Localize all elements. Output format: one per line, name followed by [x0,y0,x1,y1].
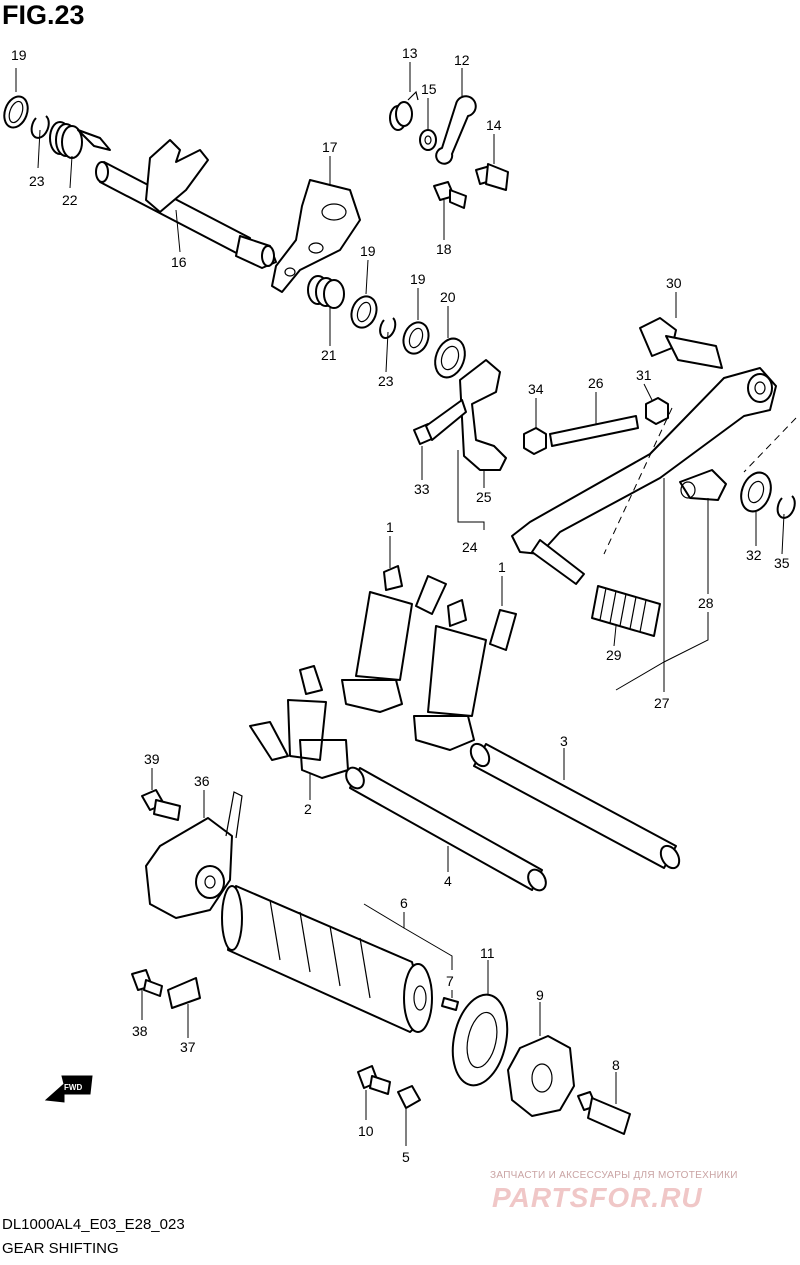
fork-1-right [413,599,517,751]
lever-12 [435,95,477,165]
bolt-39 [141,789,181,821]
shift-plate-17 [271,179,361,293]
shift-lever-27 [511,367,777,555]
nut-34 [523,427,547,455]
callout-2: 2 [304,801,312,817]
callout-labels: 19 23 22 16 13 15 12 14 18 17 21 19 23 1… [11,45,790,1165]
callout-15: 15 [421,81,437,97]
callout-39: 39 [144,751,160,767]
gearshift-cam-group: FWD [44,789,631,1135]
washer-5 [397,1085,421,1109]
callout-11: 11 [480,945,495,961]
callout-26: 26 [588,375,604,391]
callout-25: 25 [476,489,492,505]
footrest-rubber-29 [591,585,661,637]
callout-9: 9 [536,987,544,1003]
washer-19-top [3,95,29,129]
bolt-18 [433,181,467,209]
callout-36: 36 [194,773,210,789]
rod-26 [549,415,639,447]
circlip-35 [776,495,796,519]
gearshift-lever-group [413,317,797,637]
gasket-37 [167,977,201,1009]
rod-end-25 [459,359,507,471]
spring-22 [49,121,111,159]
callout-19: 19 [11,47,27,63]
callout-4: 4 [444,873,452,889]
callout-23-mid: 23 [378,373,394,389]
stopper-cam-9 [507,1035,575,1117]
leader-lines [15,62,785,1146]
pin-7 [441,997,459,1011]
shift-shaft-group [3,90,509,379]
callout-27: 27 [654,695,670,711]
spring-21 [307,275,345,309]
bolt-38 [131,969,163,997]
callout-1-left: 1 [386,519,394,535]
callout-8: 8 [612,1057,620,1073]
oil-seal-20 [434,337,466,379]
callout-34: 34 [528,381,544,397]
callout-30: 30 [666,275,682,291]
figure-title: FIG.23 [2,0,85,30]
fork-2 [249,665,349,779]
watermark-logo: PARTSFOR.RU [492,1182,703,1213]
pivot-bolt-30 [639,317,723,369]
callout-10: 10 [358,1123,374,1139]
bolt-14 [475,163,509,191]
fwd-arrow-icon [44,1075,93,1103]
callout-14: 14 [486,117,502,133]
figure-code: DL1000AL4_E03_E28_023 [2,1216,185,1233]
fwd-label: FWD [64,1083,82,1092]
callout-29: 29 [606,647,622,663]
callout-31: 31 [636,367,652,383]
fork-shafts [345,742,681,892]
watermark-caption: ЗАПЧАСТИ И АКСЕССУАРЫ ДЛЯ МОТОТЕХНИКИ [490,1170,738,1181]
callout-19-mid: 19 [360,243,376,259]
callout-18: 18 [436,241,452,257]
bolt-10 [357,1065,391,1095]
washer-15 [419,129,437,151]
washer-19-right [402,321,430,355]
position-sensor-36 [145,817,233,919]
callout-17: 17 [322,139,338,155]
callout-20: 20 [440,289,456,305]
shift-forks [249,565,517,779]
callout-35: 35 [774,555,790,571]
callout-37: 37 [180,1039,196,1055]
callout-5: 5 [402,1149,410,1165]
callout-21: 21 [321,347,337,363]
collar-28 [679,469,727,501]
bolt-33 [413,399,467,445]
callout-28: 28 [698,595,714,611]
shift-shaft-16 [95,139,277,269]
callout-1-right: 1 [498,559,506,575]
callout-24: 24 [462,539,478,555]
spring-13 [389,90,419,131]
bolt-8 [577,1091,631,1135]
callout-16: 16 [171,254,187,270]
callout-3: 3 [560,733,568,749]
washer-19-mid [350,295,378,329]
washer-32 [740,471,772,513]
callout-33: 33 [414,481,430,497]
callout-12: 12 [454,52,470,68]
callout-22: 22 [62,192,78,208]
callout-6: 6 [400,895,408,911]
callout-7: 7 [446,973,454,989]
callout-38: 38 [132,1023,148,1039]
cam-drum-6 [227,885,427,1033]
callout-19-right: 19 [410,271,426,287]
fork-1-left [341,565,447,713]
nut-31 [645,397,669,425]
callout-13: 13 [402,45,418,61]
figure-name: GEAR SHIFTING [2,1240,119,1257]
circlip-23-mid [379,317,397,339]
callout-23: 23 [29,173,45,189]
callout-32: 32 [746,547,762,563]
